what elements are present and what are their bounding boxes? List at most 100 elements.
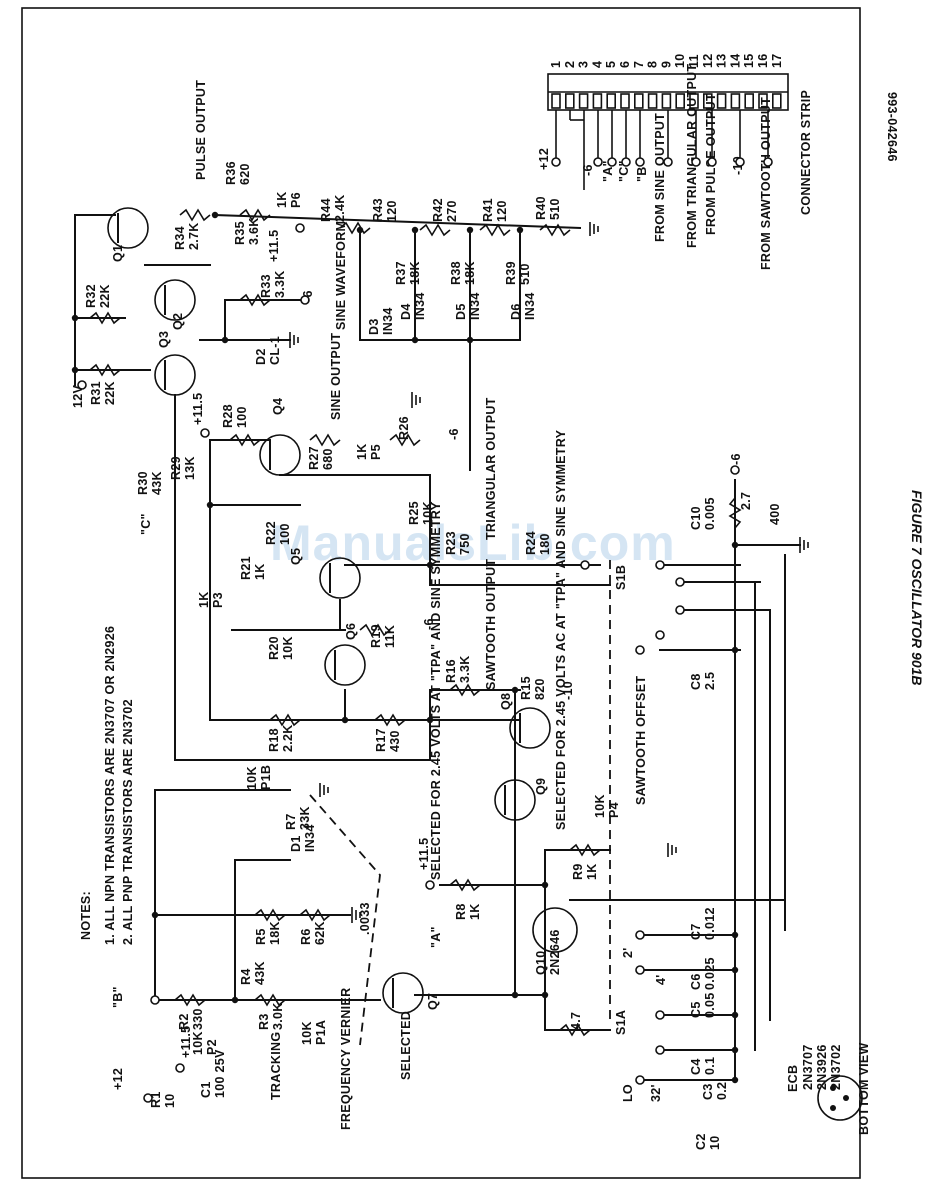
connector-signal-neg6: -6 bbox=[581, 164, 595, 176]
pot-p5-value: 1K bbox=[355, 443, 369, 460]
resistor-r36-ref: R36 bbox=[224, 161, 238, 185]
label-lo: LO bbox=[621, 1084, 635, 1102]
resistor-r35-value: 3.6K bbox=[247, 217, 261, 245]
resistor-r36-value: 620 bbox=[238, 163, 252, 185]
transistor-q8 bbox=[509, 707, 551, 749]
label-sine-output: SINE OUTPUT bbox=[329, 333, 343, 420]
capacitor-c6-value: 0.025 bbox=[703, 957, 717, 990]
resistor-r43-ref: R43 bbox=[371, 198, 385, 222]
resistor-r19-ref: R19 bbox=[369, 624, 383, 648]
ecb-type-0: 2N3707 bbox=[801, 1044, 815, 1090]
resistor-r27-ref: R27 bbox=[307, 446, 321, 470]
notes: NOTES: 1. ALL NPN TRANSISTORS ARE 2N3707… bbox=[79, 626, 135, 945]
label-plus12-left: +12 bbox=[111, 1068, 125, 1090]
resistor-r23-value: 750 bbox=[458, 533, 472, 555]
label-neg6-top: -6 bbox=[729, 453, 743, 465]
note-1: 1. ALL NPN TRANSISTORS ARE 2N3707 OR 2N2… bbox=[103, 626, 117, 945]
semi-d4-ref: D4 bbox=[399, 303, 413, 320]
transistor-q9 bbox=[494, 779, 536, 821]
transistor-q4 bbox=[259, 434, 301, 476]
connector-pin-9 bbox=[661, 93, 672, 109]
pot-p6-value: 1K bbox=[275, 191, 289, 208]
resistor-r40-ref: R40 bbox=[534, 196, 548, 220]
resistor-r4-value: 43K bbox=[253, 961, 267, 985]
semi-d1-ref: D1 bbox=[289, 835, 303, 852]
ecb-view: BOTTOM VIEW bbox=[857, 1042, 871, 1135]
connector-pin-number: 11 bbox=[687, 54, 701, 68]
resistor-r20-value: 10K bbox=[281, 636, 295, 660]
connector-pin-number: 17 bbox=[770, 53, 784, 68]
connector-pin-10 bbox=[675, 93, 686, 109]
connector-pin-number: 3 bbox=[577, 61, 591, 68]
resistor-r22-value: 100 bbox=[278, 523, 292, 545]
capacitor-c3-value: 0.2 bbox=[715, 1082, 729, 1100]
label-range-2: 2' bbox=[621, 947, 635, 958]
capacitor-c7-value: 0.012 bbox=[703, 907, 717, 940]
connector-pin-15 bbox=[744, 93, 755, 109]
resistor-r42-value: 270 bbox=[445, 200, 459, 222]
resistor-r2-ref: R2 bbox=[177, 1013, 191, 1030]
terminals bbox=[77, 223, 740, 1103]
label-neg6-r19: -6 bbox=[422, 618, 436, 630]
capacitor-c11-value: 400 bbox=[768, 503, 782, 525]
connector-pin-5 bbox=[606, 93, 617, 109]
resistor-r20-ref: R20 bbox=[267, 636, 281, 660]
resistor-r4-ref: R4 bbox=[239, 968, 253, 985]
resistor-r32-value: 22K bbox=[98, 284, 112, 308]
connector-pin-number: 4 bbox=[590, 61, 604, 68]
connector-pin-number: 2 bbox=[563, 61, 577, 68]
resistor-r26-ref: R26 bbox=[397, 416, 411, 440]
connector-pin-6 bbox=[620, 93, 630, 109]
label-sawtooth-output: SAWTOOTH OUTPUT bbox=[484, 559, 498, 690]
transistor-q7 bbox=[382, 972, 424, 1014]
resistor-r8-value: 1K bbox=[468, 903, 482, 920]
resistor-r15-value: 820 bbox=[533, 678, 547, 700]
capacitor-c3-ref: C3 bbox=[701, 1083, 715, 1100]
label-plus115-q10: +11.5 bbox=[417, 838, 431, 870]
resistor-r16-value: 3.3K bbox=[458, 655, 472, 683]
note-2: 2. ALL PNP TRANSISTORS ARE 2N3702 bbox=[121, 699, 135, 945]
pot-p1b-ref: P1B bbox=[259, 765, 273, 790]
semi-q10-type: 2N2646 bbox=[548, 929, 562, 975]
resistor-r6-ref: R6 bbox=[299, 928, 313, 945]
resistor-r8-ref: R8 bbox=[454, 903, 468, 920]
semi-d6-type: IN34 bbox=[523, 292, 537, 320]
resistor-r24-value: 180 bbox=[538, 533, 552, 555]
label-node-c: "C" bbox=[139, 513, 153, 535]
resistor-r37-ref: R37 bbox=[394, 261, 408, 285]
resistor-r25-ref: R25 bbox=[407, 501, 421, 525]
connector-signal-sine: FROM SINE OUTPUT bbox=[653, 113, 667, 242]
resistor-r30-ref: R30 bbox=[136, 471, 150, 495]
capacitor-c5-value: 0.05 bbox=[703, 992, 717, 1018]
semi-d5-ref: D5 bbox=[454, 303, 468, 320]
ecb-type-2: 2N3702 bbox=[829, 1044, 843, 1090]
label-plus115-p2: +11.5 bbox=[179, 1026, 193, 1058]
sheet-border bbox=[21, 7, 861, 1179]
resistor-r7-value: 33K bbox=[298, 806, 312, 830]
semi-q6-ref: Q6 bbox=[344, 623, 358, 640]
connector-pin-2 bbox=[564, 93, 575, 109]
resistor-r5-ref: R5 bbox=[254, 928, 268, 945]
semi-d6-ref: D6 bbox=[509, 303, 523, 320]
notes-heading: NOTES: bbox=[79, 891, 93, 940]
resistor-r22-ref: R22 bbox=[264, 521, 278, 545]
capacitor-c1-ref: C1 bbox=[199, 1081, 213, 1098]
resistor-r40-value: 510 bbox=[548, 198, 562, 220]
label-r-4-7: 4.7 bbox=[569, 1012, 583, 1030]
resistor-r32-ref: R32 bbox=[84, 284, 98, 308]
semi-d4-type: IN34 bbox=[413, 292, 427, 320]
resistor-r15-ref: R15 bbox=[519, 676, 533, 700]
label-selected-tpa-1: SELECTED FOR 2.45 VOLTS AT "TPA" AND SIN… bbox=[429, 501, 443, 880]
capacitor-c8-value: 2.5 bbox=[703, 672, 717, 690]
resistor-r33-ref: R33 bbox=[259, 274, 273, 298]
resistor-r23-ref: R23 bbox=[444, 531, 458, 555]
capacitor-c6-ref: C6 bbox=[689, 973, 703, 990]
label-s1a: S1A bbox=[614, 1010, 628, 1035]
resistor-r17-ref: R17 bbox=[374, 728, 388, 752]
label-neg10: -10 bbox=[561, 681, 575, 700]
figure-caption: FIGURE 7 OSCILLATOR 901B bbox=[909, 490, 925, 686]
resistor-r31-value: 22K bbox=[103, 381, 117, 405]
ground-symbols bbox=[289, 222, 809, 923]
label-pulse-output: PULSE OUTPUT bbox=[194, 80, 208, 180]
